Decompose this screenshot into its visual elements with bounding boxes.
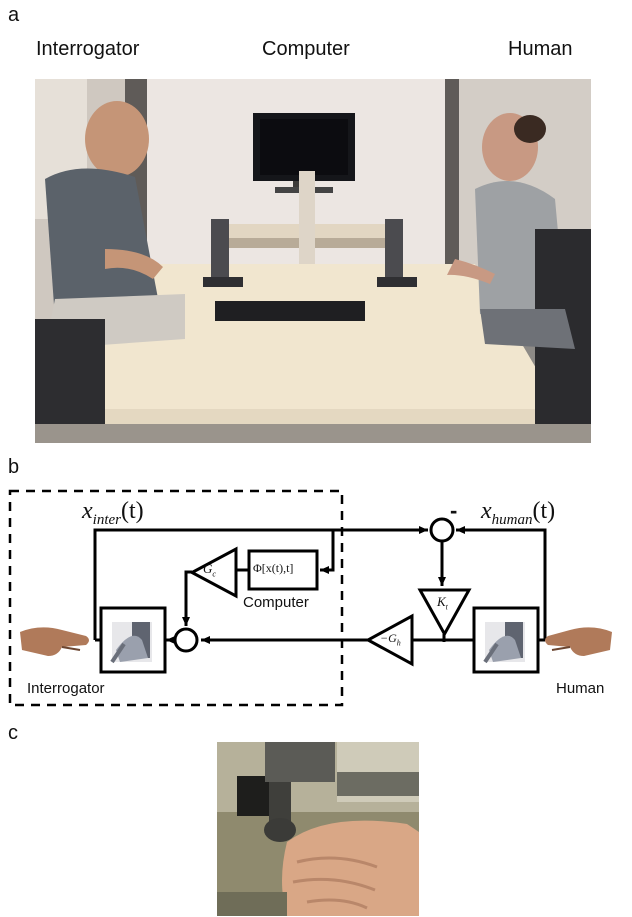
- interrogator-dashed-box: [8, 489, 344, 707]
- phi-block-label: Φ[x(t),t]: [253, 561, 294, 575]
- human-label: Human: [556, 680, 605, 697]
- robot-device-icon-left: [110, 622, 152, 664]
- robot-device-icon-right: [483, 622, 525, 664]
- label-human-top: Human: [508, 38, 573, 60]
- panel-label-a: a: [8, 4, 20, 26]
- computer-label: Computer: [243, 594, 309, 611]
- phi-block: [247, 549, 319, 591]
- experiment-setup-photo: [35, 79, 591, 443]
- panel-label-b: b: [8, 456, 20, 478]
- gain-gh-block: [364, 613, 414, 667]
- label-interrogator-top: Interrogator: [36, 38, 140, 60]
- signal-x-inter: xinter(t): [82, 498, 144, 528]
- hand-icon-left: [20, 627, 89, 656]
- signal-x-human: xhuman(t): [481, 498, 556, 528]
- label-computer-top: Computer: [262, 38, 350, 60]
- gain-gc-label: Gc: [203, 561, 216, 579]
- gain-gh-label: −Gh: [380, 631, 401, 648]
- gain-gc-block: [188, 546, 238, 599]
- hand-grip-photo: [217, 742, 419, 916]
- sum-node-bottom: [173, 627, 199, 653]
- right-feedback-line: [456, 526, 547, 640]
- panel-label-c: c: [8, 722, 18, 744]
- gain-kt-label: Kt: [437, 594, 448, 612]
- hand-icon-right: [545, 627, 612, 656]
- gain-kt-block: [417, 588, 472, 638]
- interrogator-label: Interrogator: [27, 680, 105, 697]
- minus-sign: -: [450, 498, 458, 523]
- top-feedback-line: [93, 526, 428, 640]
